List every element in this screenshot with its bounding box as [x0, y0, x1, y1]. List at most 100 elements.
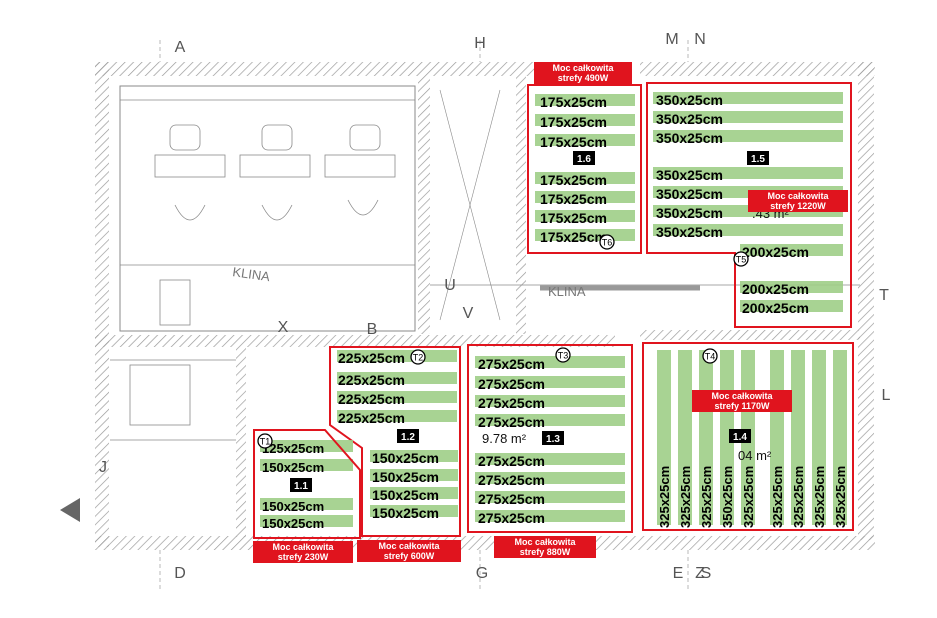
thermostat-id: T1	[260, 437, 271, 447]
mat-size-label: 150x25cm	[372, 469, 439, 485]
mat-size-label: 275x25cm	[478, 376, 545, 392]
architectural-drawing	[60, 40, 875, 590]
caption-line-2: strefy 230W	[278, 552, 329, 562]
mat-size-label: 150x25cm	[372, 487, 439, 503]
zone-outline	[646, 82, 852, 328]
thermostat-marker: T1	[257, 433, 273, 449]
zone-number-badge: 1.5	[747, 151, 769, 165]
heating-mat	[535, 134, 635, 146]
grid-label: B	[367, 321, 378, 338]
mat-size-label: 175x25cm	[540, 191, 607, 207]
caption-line-1: Moc całkowita	[378, 541, 440, 551]
mat-size-label: 225x25cm	[338, 372, 405, 388]
heating-mat	[337, 350, 457, 362]
heating-mat	[653, 111, 843, 123]
grid-label: S	[701, 565, 712, 582]
heating-mat	[370, 487, 458, 499]
heating-mat	[337, 372, 457, 384]
zone-1-2: 225x25cm 225x25cm 225x25cm 225x25cm 150x25cm…	[329, 346, 461, 562]
mat-size-label: 275x25cm	[478, 472, 545, 488]
mat-size-label: 175x25cm	[540, 210, 607, 226]
mat-size-label: 225x25cm	[338, 391, 405, 407]
heating-mat	[535, 94, 635, 106]
mat-size-label: 150x25cm	[262, 499, 324, 514]
thermostat-marker: T4	[702, 348, 718, 364]
zone-number-badge: 1.4	[729, 429, 751, 443]
heating-mat	[535, 191, 635, 203]
mat-size-label: 225x25cm	[338, 410, 405, 426]
mat-size-label: 225x25cm	[338, 350, 405, 366]
mat-size-label: 200x25cm	[742, 300, 809, 316]
mat-size-label: 175x25cm	[540, 94, 607, 110]
heating-mat	[370, 469, 458, 481]
grid-label: T	[879, 287, 889, 304]
mat-size-label: 200x25cm	[742, 281, 809, 297]
zone-outline	[329, 346, 461, 537]
heating-mat	[337, 391, 457, 403]
grid-label: V	[463, 305, 474, 322]
mat-size-label: 325x25cm	[678, 466, 693, 528]
heating-mat	[475, 395, 625, 407]
caption-line-2: strefy 490W	[558, 73, 609, 83]
grid-label: G	[476, 565, 488, 582]
heating-mats: 225x25cm 225x25cm 225x25cm 225x25cm 150x25cm…	[337, 350, 458, 521]
heating-mat	[475, 453, 625, 465]
mat-size-label: 350x25cm	[656, 224, 723, 240]
grid-label: E	[673, 565, 684, 582]
heating-mat	[535, 172, 635, 184]
mat-size-label: 150x25cm	[372, 505, 439, 521]
heating-mat	[370, 450, 458, 462]
heating-mat	[260, 459, 353, 471]
caption-line-2: strefy 1170W	[714, 401, 770, 411]
grid-label: N	[694, 31, 706, 48]
heating-mats: 275x25cm275x25cm275x25cm275x25cm275x25cm…	[475, 356, 625, 526]
zone-number-badge: 1.1	[290, 478, 312, 492]
heating-mat	[653, 92, 843, 104]
mat-size-label: 350x25cm	[656, 92, 723, 108]
zone-number-badge: 1.3	[542, 431, 564, 445]
mat-size-label: 350x25cm	[656, 205, 723, 221]
mat-size-label: 200x25cm	[742, 244, 809, 260]
thermostat-marker: T2	[410, 349, 426, 365]
heating-mat	[260, 498, 353, 510]
mat-size-label: 150x25cm	[262, 516, 324, 531]
zone-number-badge: 1.6	[573, 151, 595, 165]
zone-number: 1.6	[577, 154, 591, 165]
grid-label: D	[174, 565, 186, 582]
caption-line-1: Moc całkowita	[514, 537, 576, 547]
heating-mat	[653, 224, 843, 236]
heating-mat	[812, 350, 826, 525]
heating-mats: 350x25cm 350x25cm 350x25cm 350x25cm 350x25cm…	[653, 92, 843, 316]
thermostat-id: T2	[413, 353, 424, 363]
heating-mat	[475, 491, 625, 503]
mat-size-label: 350x25cm	[656, 186, 723, 202]
mat-size-label: 125x25cm	[262, 441, 324, 456]
room-label-klina: KLINA	[232, 264, 272, 284]
heating-mat	[475, 376, 625, 388]
zone-number: 1.1	[294, 481, 308, 492]
zone-number: 1.3	[546, 434, 560, 445]
zone-1-6: 175x25cm175x25cm175x25cm175x25cm175x25cm…	[527, 62, 642, 254]
zone-number-badge: 1.2	[397, 429, 419, 443]
mat-size-label: 350x25cm	[656, 130, 723, 146]
mat-size-label: 275x25cm	[478, 356, 545, 372]
heating-mat	[653, 167, 843, 179]
room-label-klina-corridor: KLINA	[548, 284, 586, 299]
grid-label: Z	[695, 565, 705, 582]
mat-size-label: 325x25cm	[833, 466, 848, 528]
zone-area: 04 m²	[738, 448, 772, 463]
mat-size-label: 350x25cm	[656, 111, 723, 127]
mat-size-label: 150x25cm	[372, 450, 439, 466]
caption-line-2: strefy 1220W	[770, 201, 826, 211]
heating-mat	[678, 350, 692, 525]
heating-mat	[475, 510, 625, 522]
thermostat-marker: T6	[599, 234, 615, 250]
caption-line-1: Moc całkowita	[711, 391, 773, 401]
heating-mat	[740, 244, 843, 256]
zone-outline	[527, 84, 642, 254]
